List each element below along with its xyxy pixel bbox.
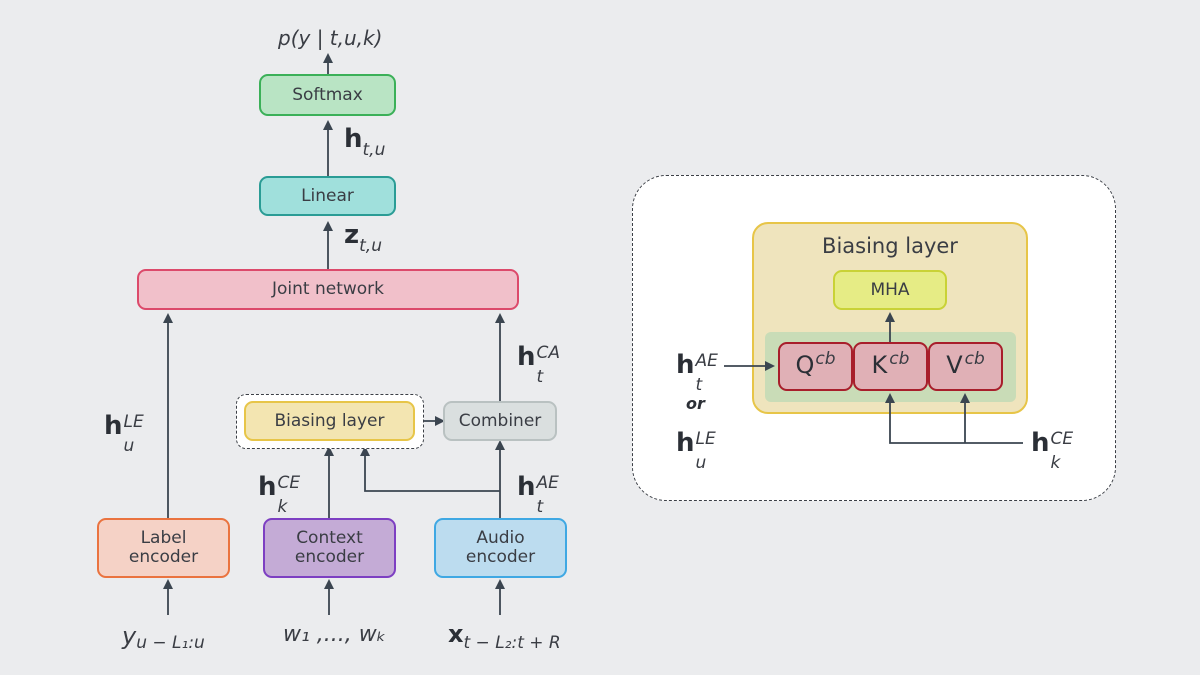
input-audio-frames: xt − L₂:t + R xyxy=(448,620,561,653)
audio-encoder-box: Audio encoder xyxy=(434,518,567,578)
joint-network-box: Joint network xyxy=(137,269,519,310)
context-encoder-line2: encoder xyxy=(294,547,365,567)
context-encoder-line1: Context xyxy=(296,528,363,548)
z-tu-label: zt,u xyxy=(344,220,382,256)
label-encoder-box: Label encoder xyxy=(97,518,230,578)
context-encoder-box: Context encoder xyxy=(263,518,396,578)
softmax-box: Softmax xyxy=(259,74,396,116)
input-context-words: w₁ ,..., wₖ xyxy=(283,622,387,647)
label-encoder-line2: encoder xyxy=(128,547,199,567)
query-box: Qcb xyxy=(778,342,853,391)
biasing-layer-box: Biasing layer xyxy=(244,401,415,441)
mha-box: MHA xyxy=(833,270,947,310)
output-probability-label: p(y | t,u,k) xyxy=(278,26,383,50)
linear-box: Linear xyxy=(259,176,396,216)
audio-encoder-line2: encoder xyxy=(465,547,536,567)
h-tu-label: ht,u xyxy=(344,124,386,160)
audio-encoder-line1: Audio xyxy=(476,528,525,548)
arrow-audio-biasing xyxy=(360,446,500,492)
combiner-box: Combiner xyxy=(443,401,557,441)
label-encoder-line1: Label xyxy=(140,528,187,548)
biasing-layer-title: Biasing layer xyxy=(822,234,958,258)
input-label-sequence: yu − L₁:u xyxy=(122,622,205,653)
arrow-h-ce-key xyxy=(885,393,1023,444)
or-label: or xyxy=(686,394,705,413)
